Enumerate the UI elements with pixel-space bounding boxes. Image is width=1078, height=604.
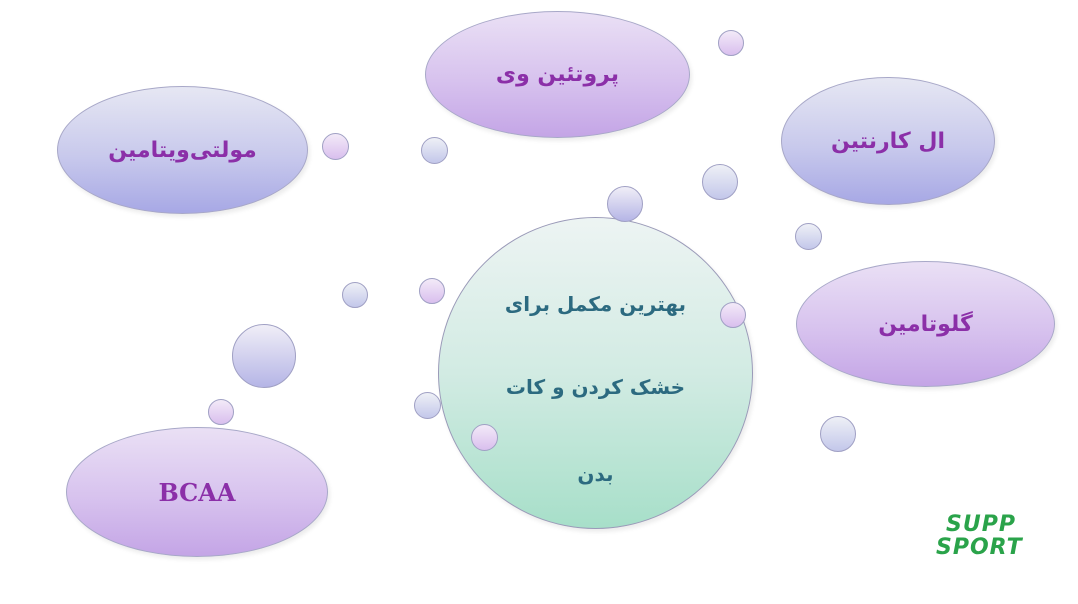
suppsport-logo: SUPP SPORT — [936, 512, 1036, 560]
logo-line-2: SPORT — [936, 535, 1023, 560]
center-line-1: بهترین مکمل برای — [504, 292, 687, 316]
center-line-3: بدن — [577, 462, 614, 486]
decor-bubble — [471, 424, 498, 451]
node-bcaa: BCAA — [66, 427, 328, 557]
decor-bubble — [342, 282, 368, 308]
center-line-2: خشک کردن و کات — [505, 375, 686, 399]
decor-bubble — [322, 133, 349, 160]
node-l-carnitine-label: ال کارنتین — [830, 128, 946, 154]
node-glutamine: گلوتامین — [796, 261, 1055, 387]
decor-bubble — [702, 164, 738, 200]
decor-bubble — [718, 30, 744, 56]
decor-bubble — [820, 416, 856, 452]
node-l-carnitine: ال کارنتین — [781, 77, 995, 205]
node-multivitamin: مولتی‌ویتامین — [57, 86, 308, 214]
logo-line-1: SUPP — [946, 512, 1016, 537]
decor-bubble — [421, 137, 448, 164]
decor-bubble — [419, 278, 445, 304]
node-multivitamin-label: مولتی‌ویتامین — [108, 137, 257, 163]
decor-bubble — [414, 392, 441, 419]
decor-bubble — [720, 302, 746, 328]
decor-bubble — [607, 186, 643, 222]
center-circle: بهترین مکمل برای خشک کردن و کات بدن — [438, 217, 753, 529]
node-glutamine-label: گلوتامین — [878, 311, 973, 337]
decor-bubble — [208, 399, 234, 425]
node-bcaa-label: BCAA — [158, 477, 236, 507]
decor-bubble — [232, 324, 296, 388]
node-whey-protein: پروتئین وی — [425, 11, 690, 138]
decor-bubble — [795, 223, 822, 250]
node-whey-protein-label: پروتئین وی — [495, 62, 620, 87]
